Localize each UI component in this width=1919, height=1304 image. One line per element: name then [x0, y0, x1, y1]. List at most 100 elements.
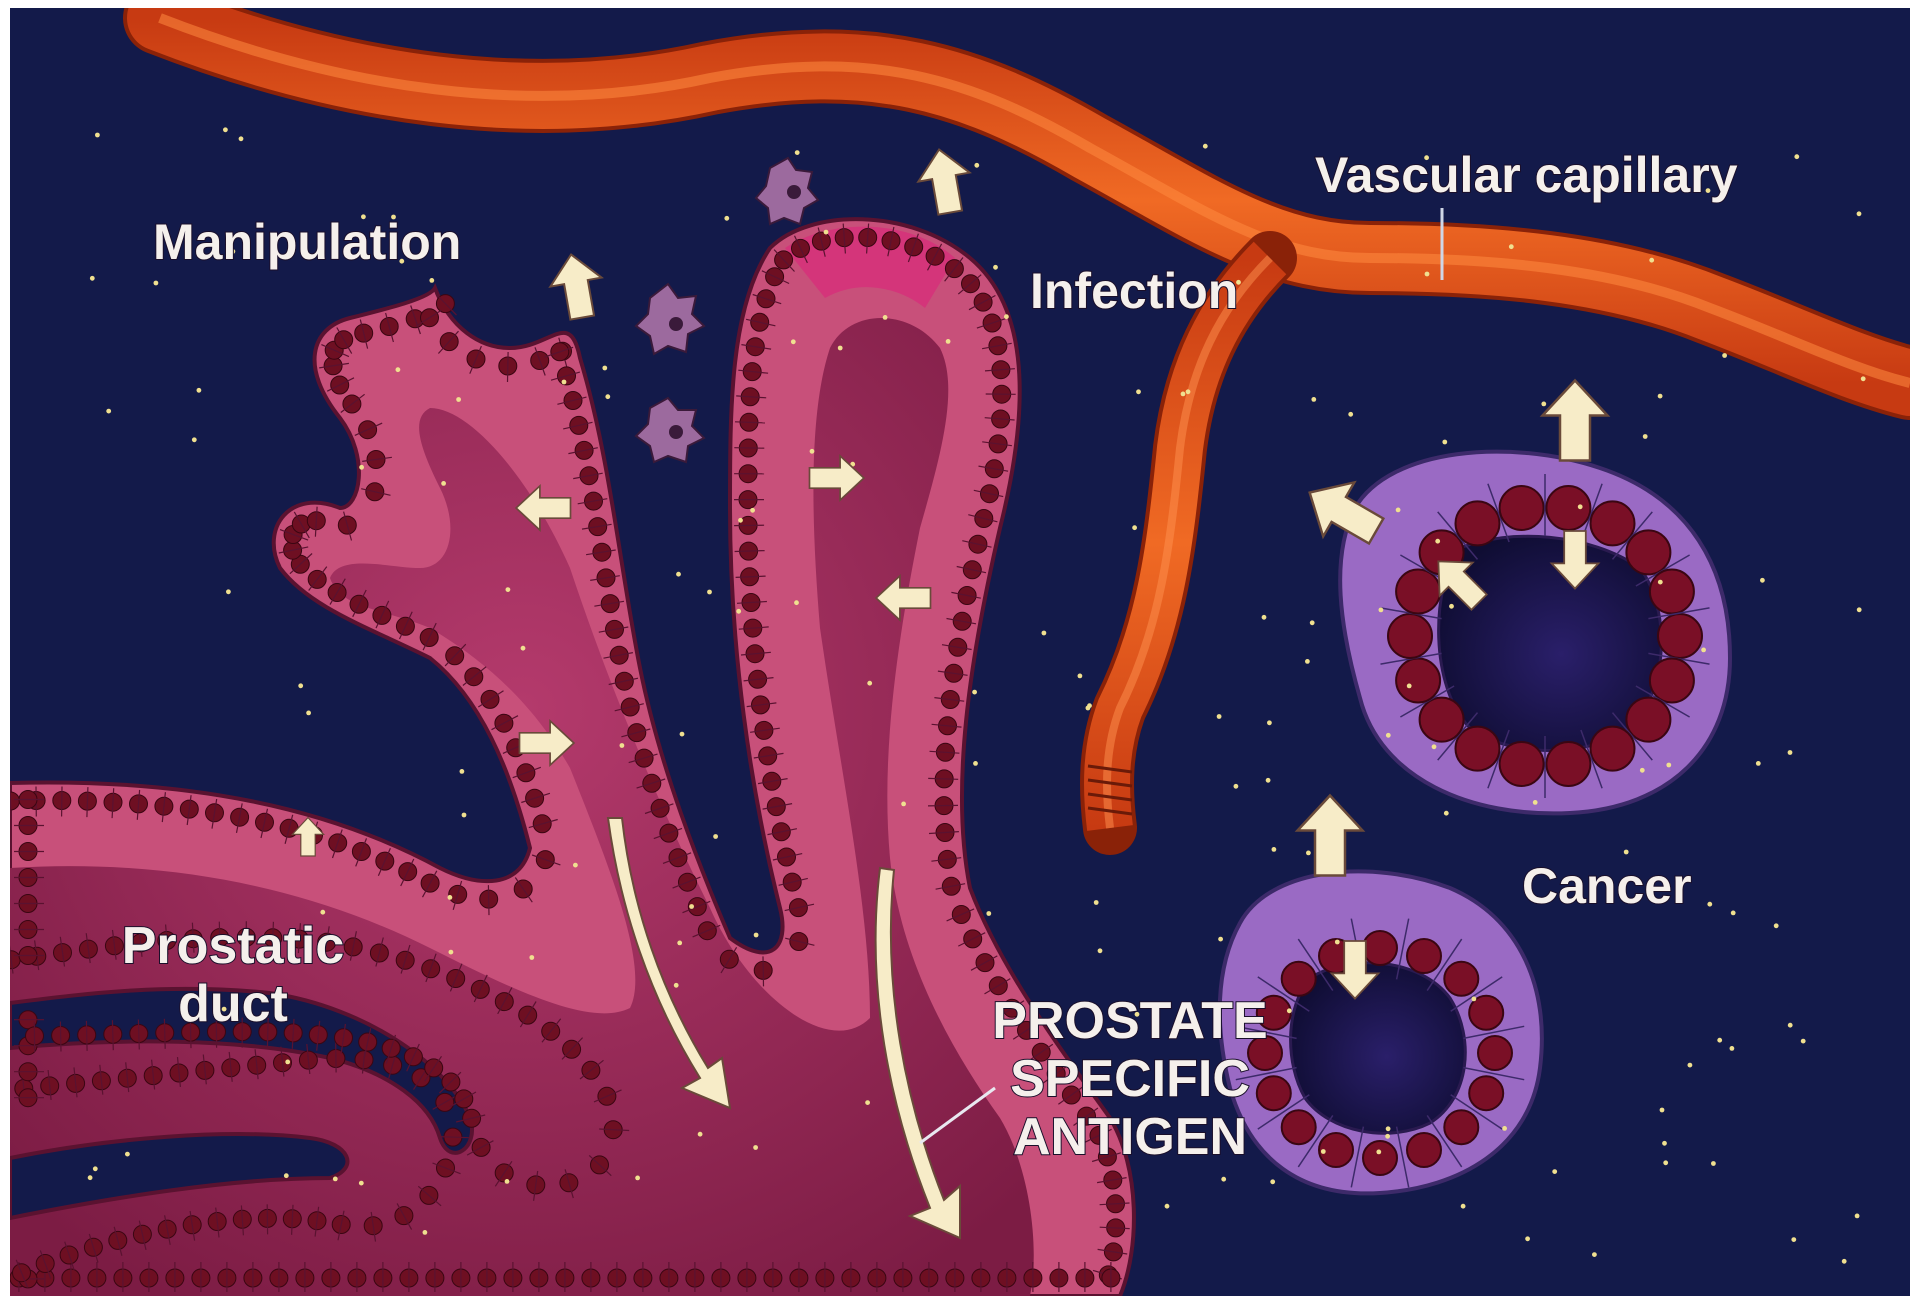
cell-border — [60, 1022, 61, 1052]
cancer-nucleus — [1626, 698, 1670, 742]
psa-particle — [359, 465, 364, 470]
psa-particle — [1701, 648, 1706, 653]
cancer-nucleus — [1388, 614, 1432, 658]
cancer-nucleus — [1469, 1076, 1503, 1110]
cancer-nucleus — [1591, 727, 1635, 771]
psa-particle — [1855, 1214, 1860, 1219]
psa-particle — [946, 339, 951, 344]
cancer-nucleus — [1396, 659, 1440, 703]
arrow-icon — [1543, 381, 1608, 461]
psa-particle — [1181, 392, 1186, 397]
psa-particle — [462, 813, 467, 818]
psa-particle — [359, 1181, 364, 1186]
label-infection: Infection — [1030, 263, 1238, 319]
psa-particle — [824, 230, 829, 235]
cancer-nucleus — [1650, 659, 1694, 703]
psa-particle — [1662, 1141, 1667, 1146]
prostatic-gland — [10, 219, 1134, 1296]
psa-particle — [1444, 811, 1449, 816]
psa-particle — [707, 590, 712, 595]
psa-particle — [1335, 940, 1340, 945]
psa-particle — [1533, 800, 1538, 805]
psa-particle — [88, 1175, 93, 1180]
psa-particle — [1707, 902, 1712, 907]
psa-particle — [901, 802, 906, 807]
psa-particle — [1306, 851, 1311, 856]
cell-border — [928, 805, 958, 806]
psa-particle — [223, 127, 228, 132]
psa-particle — [1722, 353, 1727, 358]
psa-particle — [1348, 412, 1353, 417]
psa-particle — [1435, 539, 1440, 544]
cancer-nucleus — [1363, 1141, 1397, 1175]
psa-particle — [573, 863, 578, 868]
psa-particle — [602, 366, 607, 371]
cancer-nucleus — [1591, 501, 1635, 545]
cell-border — [86, 1021, 87, 1051]
psa-particle — [838, 346, 843, 351]
cancer-nucleus — [1500, 742, 1544, 786]
cancer-nucleus — [1396, 570, 1440, 614]
label-psa-line1: PROSTATE — [992, 992, 1267, 1050]
cancer-nucleus — [1456, 727, 1500, 771]
cell-border — [488, 885, 489, 915]
psa-particle — [1270, 1179, 1275, 1184]
cancer-nucleus — [1282, 962, 1316, 996]
psa-particle — [1186, 389, 1191, 394]
psa-particle — [713, 834, 718, 839]
psa-particle — [1078, 674, 1083, 679]
psa-particle — [423, 1230, 428, 1235]
psa-particle — [192, 437, 197, 442]
psa-particle — [973, 761, 978, 766]
psa-particle — [1794, 154, 1799, 159]
psa-particle — [562, 380, 567, 385]
psa-particle — [972, 690, 977, 695]
psa-particle — [226, 589, 231, 594]
psa-particle — [1509, 244, 1514, 249]
psa-particle — [298, 683, 303, 688]
cancer-nucleus — [1626, 530, 1670, 574]
cancer-gland-large — [1340, 452, 1730, 814]
psa-particle — [1234, 784, 1239, 789]
psa-particle — [1221, 1177, 1226, 1182]
psa-particle — [449, 950, 454, 955]
psa-particle — [794, 600, 799, 605]
psa-particle — [333, 1177, 338, 1182]
psa-particle — [505, 1179, 510, 1184]
cell-border — [763, 956, 764, 986]
psa-diagram: Manipulation Infection Vascular capillar… — [10, 8, 1910, 1296]
psa-particle — [284, 1173, 289, 1178]
immune-cell-icon — [636, 284, 704, 354]
cancer-nucleus — [1420, 698, 1464, 742]
psa-particle — [1132, 525, 1137, 530]
psa-particle — [1136, 389, 1141, 394]
psa-particle — [1203, 144, 1208, 149]
psa-particle — [95, 133, 100, 138]
cancer-nucleus — [1546, 486, 1590, 530]
label-manipulation: Manipulation — [153, 214, 461, 270]
psa-particle — [1502, 1126, 1507, 1131]
psa-particle — [320, 910, 325, 915]
psa-particle — [239, 136, 244, 141]
cancer-nucleus — [1282, 1110, 1316, 1144]
cancer-nucleus — [1658, 614, 1702, 658]
psa-particle — [506, 587, 511, 592]
psa-particle — [197, 388, 202, 393]
psa-particle — [1267, 720, 1272, 725]
psa-particle — [1801, 1039, 1806, 1044]
psa-particle — [1649, 258, 1654, 263]
psa-particle — [1218, 937, 1223, 942]
psa-particle — [1287, 1008, 1292, 1013]
psa-particle — [1666, 763, 1671, 768]
psa-particle — [986, 911, 991, 916]
cancer-nucleus — [1407, 1133, 1441, 1167]
psa-particle — [1760, 578, 1765, 583]
label-cancer: Cancer — [1522, 858, 1692, 914]
cancer-nucleus — [1650, 570, 1694, 614]
psa-particle — [1042, 631, 1047, 636]
arrow-icon — [1298, 796, 1363, 876]
psa-particle — [1756, 761, 1761, 766]
psa-particle — [1711, 1161, 1716, 1166]
psa-particle — [1842, 1259, 1847, 1264]
psa-particle — [1857, 607, 1862, 612]
